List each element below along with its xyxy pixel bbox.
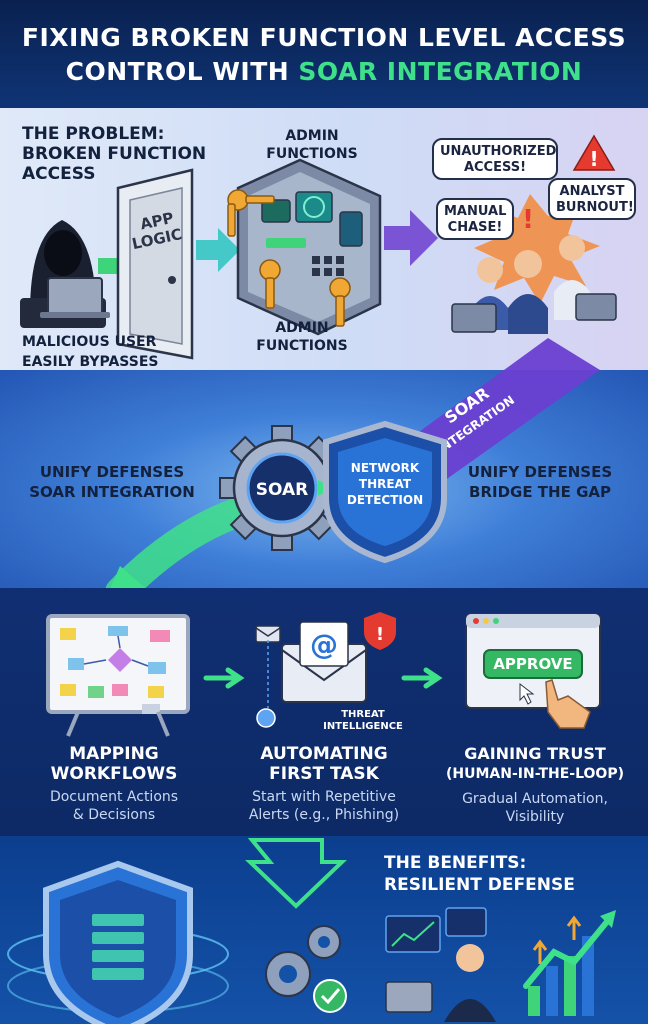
- step-automating-title-line2: FIRST TASK: [269, 764, 379, 784]
- step-mapping-title-line1: MAPPING: [69, 744, 159, 764]
- unify-right-label: UNIFY DEFENSES BRIDGE THE GAP: [450, 462, 630, 502]
- admin-top-line2: FUNCTIONS: [266, 146, 357, 162]
- laptop-icon: [40, 277, 110, 318]
- approve-button[interactable]: [483, 649, 583, 679]
- header-band: [0, 0, 648, 108]
- growth-chart-icon: [523, 910, 616, 1016]
- shield-icon: [323, 420, 447, 564]
- gear-label: SOAR: [256, 480, 309, 500]
- shield-line3: DETECTION: [347, 493, 423, 507]
- arrow-right-icon: [384, 210, 438, 266]
- integration-illustration: SOAR INTEGRATION SOAR NETWORK THREAT DET…: [100, 338, 600, 612]
- gear-icon: [219, 425, 345, 551]
- bubble-unauth-line1: UNAUTHORIZED: [440, 144, 557, 159]
- key-icon: [259, 259, 281, 309]
- alert-shield-icon: !: [364, 612, 396, 650]
- malicious-line2: EASILY BYPASSES: [22, 354, 159, 370]
- small-mail-icon: [255, 625, 281, 643]
- email-icon: @: [281, 621, 367, 703]
- step-trust-title-line2: (HUMAN-IN-THE-LOOP): [446, 766, 624, 782]
- step-mapping-title-line2: WORKFLOWS: [50, 764, 178, 784]
- threat-intel-line2: INTELLIGENCE: [323, 721, 403, 732]
- speech-bubble-burnout: ANALYST BURNOUT!: [548, 178, 636, 220]
- step-trust-desc-line2: Visibility: [505, 809, 565, 825]
- flow-arrow: [105, 493, 265, 607]
- problem-heading-line2: BROKEN FUNCTION: [22, 144, 207, 164]
- problem-heading-line3: ACCESS: [22, 164, 96, 184]
- benefits-heading: THE BENEFITS: RESILIENT DEFENSE: [384, 852, 575, 896]
- shield-icon: [43, 860, 193, 1024]
- whiteboard-icon: [46, 614, 190, 737]
- stressed-analysts-icon: [451, 235, 617, 334]
- problem-illustration: APP LOGIC ADMIN FUNCTIONS ADMIN FUNCTION…: [20, 128, 617, 360]
- page-title-line1: FIXING BROKEN FUNCTION LEVEL ACCESS: [21, 23, 627, 52]
- step-automating-title-line1: AUTOMATING: [260, 744, 388, 764]
- title-prefix: CONTROL WITH: [65, 57, 299, 86]
- step-automating-desc-line1: Start with Repetitive: [252, 789, 396, 805]
- step-trust: GAINING TRUST (HUMAN-IN-THE-LOOP) Gradua…: [430, 744, 640, 826]
- svg-text:@: @: [310, 628, 338, 661]
- speech-bubble-unauthorized: UNAUTHORIZED ACCESS!: [432, 138, 558, 180]
- unify-left-label: UNIFY DEFENSES SOAR INTEGRATION: [22, 462, 202, 502]
- unify-right-line2: BRIDGE THE GAP: [469, 483, 611, 501]
- title-accent: SOAR INTEGRATION: [298, 57, 583, 86]
- step-mapping-desc-line2: & Decisions: [72, 807, 156, 823]
- admin-bottom-line2: FUNCTIONS: [256, 338, 347, 354]
- door-icon: [116, 168, 194, 360]
- user-node-icon: [256, 640, 276, 728]
- svg-text:!: !: [589, 147, 598, 171]
- bubble-unauth-line2: ACCESS!: [463, 160, 527, 175]
- step-automating: AUTOMATING FIRST TASK Start with Repetit…: [224, 744, 424, 824]
- unify-left-line2: SOAR INTEGRATION: [29, 483, 195, 501]
- malicious-label: MALICIOUS USER EASILY BYPASSES: [22, 332, 158, 372]
- problem-heading: THE PROBLEM: BROKEN FUNCTION ACCESS: [22, 124, 206, 184]
- step-automating-desc-line2: Alerts (e.g., Phishing): [248, 807, 400, 823]
- arrow-right-icon: [203, 667, 245, 689]
- malicious-line1: MALICIOUS USER: [22, 334, 157, 350]
- arrow-right-icon: [401, 667, 443, 689]
- warning-icon: !: [572, 134, 616, 171]
- step-trust-desc-line1: Gradual Automation,: [462, 791, 608, 807]
- admin-top-line1: ADMIN: [285, 128, 338, 144]
- approve-button-label: APPROVE: [493, 655, 572, 673]
- admin-bottom-line1: ADMIN: [275, 320, 328, 336]
- benefits-illustration: [7, 838, 616, 1024]
- arrow-down-icon: [245, 838, 347, 909]
- arrow-right-icon: [196, 228, 240, 272]
- problem-heading-line1: THE PROBLEM:: [22, 124, 165, 144]
- exclamation-icon: !: [522, 205, 534, 235]
- steps-illustration: @ ! APPROVE: [46, 612, 601, 737]
- threat-intel-line1: THREAT: [341, 709, 385, 720]
- step-mapping-desc-line1: Document Actions: [49, 789, 179, 805]
- pointing-hand-icon: [519, 679, 591, 729]
- key-icon: [227, 189, 275, 237]
- step-trust-title-line1: GAINING TRUST: [464, 744, 606, 763]
- step-mapping: MAPPING WORKFLOWS Document Actions & Dec…: [14, 744, 214, 824]
- shield-line1: NETWORK: [351, 461, 420, 475]
- gears-icon: [265, 925, 341, 997]
- benefits-heading-line2: RESILIENT DEFENSE: [384, 875, 575, 895]
- svg-text:!: !: [376, 624, 384, 645]
- unify-left-line1: UNIFY DEFENSES: [39, 463, 185, 481]
- check-icon: [313, 979, 347, 1013]
- page-title-line2: CONTROL WITH SOAR INTEGRATION: [0, 56, 648, 88]
- analyst-dashboard-icon: [385, 907, 496, 1022]
- unify-right-line1: UNIFY DEFENSES: [467, 463, 613, 481]
- threat-intel-tag: THREAT INTELLIGENCE: [318, 709, 408, 733]
- speech-bubble-manual: MANUAL CHASE!: [436, 198, 514, 240]
- bubble-manual-line1: MANUAL: [444, 204, 507, 219]
- benefits-heading-line1: THE BENEFITS:: [384, 853, 527, 873]
- bubble-burnout-line2: BURNOUT!: [556, 200, 634, 215]
- key-icon: [329, 277, 351, 327]
- bubble-burnout-line1: ANALYST: [559, 184, 625, 199]
- bubble-manual-line2: CHASE!: [447, 220, 503, 235]
- admin-panel-icon: [236, 158, 382, 336]
- shield-line2: THREAT: [359, 477, 412, 491]
